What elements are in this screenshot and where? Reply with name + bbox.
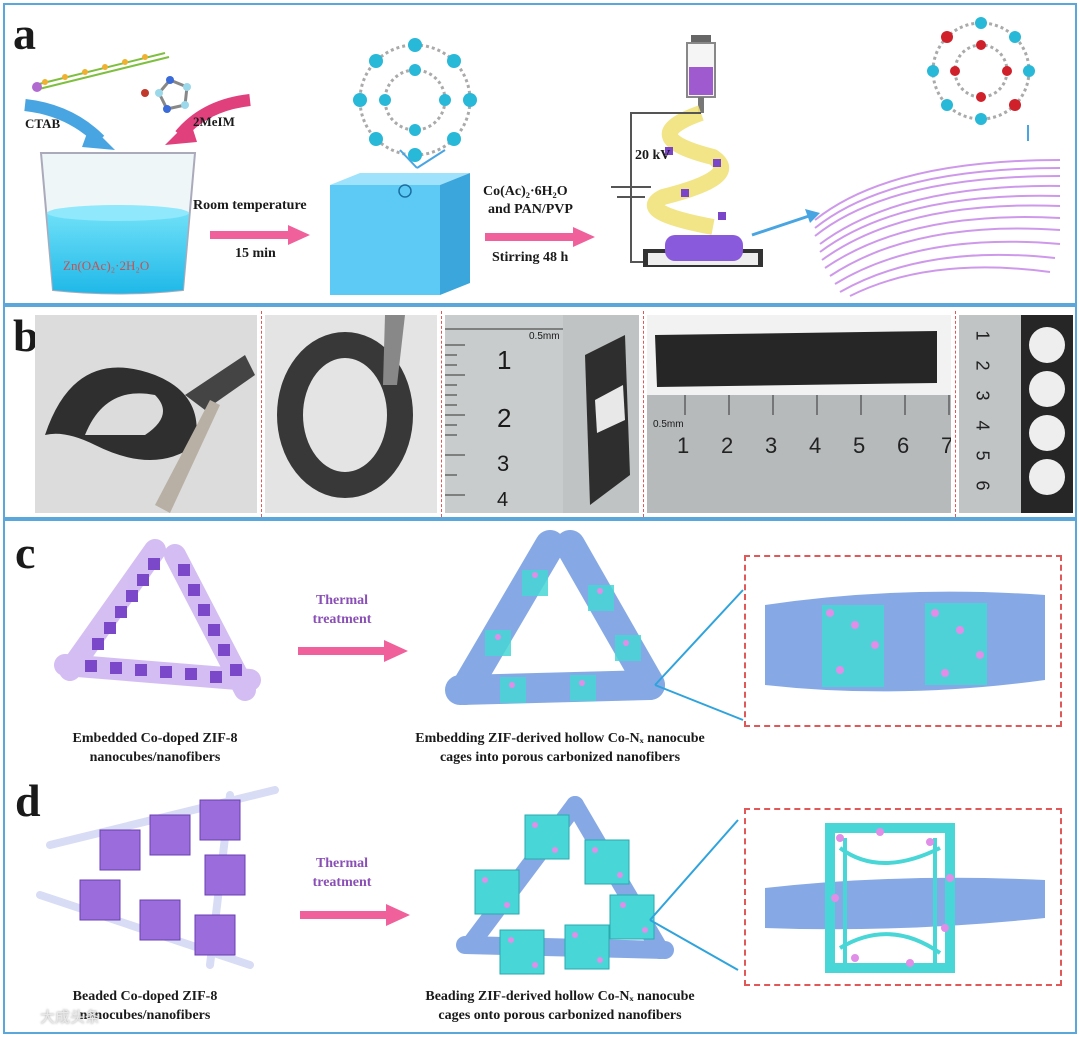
photo-separator	[643, 311, 644, 517]
cobalt-acetate-label: Co(Ac)₂·6H₂O	[483, 184, 568, 199]
zif8-cube-illustration	[330, 173, 470, 295]
ruler2-ticks: 1 2 3 4 5 6 7	[677, 433, 951, 463]
panel-d-arrow-label: Thermal treatment	[292, 855, 392, 893]
panel-d-thermal-arrow-icon	[300, 904, 410, 926]
ruler3-tick-label: 2	[972, 360, 993, 371]
panel-b: b 0.	[3, 305, 1077, 519]
ruler-film-photo: 0.5mm 1 2 3 4	[445, 315, 639, 513]
panel-c-arrow-line2: treatment	[312, 611, 372, 627]
electrospinning-setup-illustration	[611, 35, 763, 267]
collector-arrow-icon	[751, 209, 820, 237]
ruler3-ticks: 1 2 3 4 5 6	[973, 325, 1007, 513]
2meim-label: 2MeIM	[193, 114, 235, 129]
pan-pvp-label: and PAN/PVP	[488, 202, 573, 217]
panel-d-left-caption: Beaded Co-doped ZIF-8 nanocubes/nanofibe…	[20, 988, 270, 1026]
panel-c-zoomed-fiber-illustration	[765, 591, 1045, 692]
ruler1-unit-label: 0.5mm	[529, 331, 560, 342]
panel-c-left-line1: Embedded Co-doped ZIF-8	[72, 731, 238, 746]
ruler2-unit-label: 0.5mm	[653, 419, 684, 430]
panel-c-left-caption: Embedded Co-doped ZIF-8 nanocubes/nanofi…	[30, 730, 280, 768]
embedding-cage-triangle-illustration	[445, 530, 665, 705]
nanofiber-mat-illustration	[814, 159, 1061, 297]
panel-c-label: c	[15, 527, 36, 578]
co-doped-zif8-framework-illustration	[927, 17, 1035, 141]
panel-c-left-line2: nanocubes/nanofibers	[89, 749, 221, 765]
step2-arrow-icon	[485, 227, 595, 247]
embedded-nanofiber-triangle-illustration	[54, 539, 261, 701]
panel-c-arrow-label: Thermal treatment	[292, 592, 392, 630]
panel-c-zoom-box	[744, 555, 1062, 727]
panel-d-zoomed-cage-illustration	[765, 823, 1045, 973]
ruler1-tick-label: 4	[497, 489, 509, 511]
panel-d-right-caption: Beading ZIF-derived hollow Co-Nₓ nanocub…	[380, 988, 740, 1026]
photo-separator	[441, 311, 442, 517]
panel-c-right-line2: cages into porous carbonized nanofibers	[439, 749, 681, 765]
watermark-text: 大成头条	[40, 1008, 101, 1026]
ruler2-tick-label: 3	[765, 433, 778, 458]
ruler2-tick-label: 7	[941, 433, 951, 458]
film-strip-ruler-photo: 0.5mm 1 2 3 4 5 6 7	[647, 315, 951, 513]
stirring-label: Stirring 48 h	[492, 250, 569, 265]
2meim-molecule-illustration	[141, 76, 191, 113]
ruler1-tick-label: 1	[497, 345, 512, 375]
2meim-arrow-icon	[165, 94, 251, 145]
ruler2-tick-label: 4	[809, 433, 822, 458]
ctab-label: CTAB	[25, 116, 61, 131]
ruler2-tick-label: 6	[897, 433, 910, 458]
beaker-illustration	[39, 152, 197, 295]
panel-d-arrow-line2: treatment	[312, 874, 372, 890]
step1-time-label: 15 min	[235, 246, 276, 261]
ruler2-tick-label: 5	[853, 433, 866, 458]
panel-a-label: a	[13, 8, 36, 59]
panel-d-zoom-lines	[649, 819, 739, 971]
panel-c-zoom-lines	[654, 589, 744, 721]
voltage-label: 20 kV	[635, 148, 671, 163]
room-temperature-label: Room temperature	[193, 198, 307, 213]
ruler3-tick-label: 5	[972, 450, 993, 461]
ctab-molecule-illustration	[32, 52, 170, 92]
beaded-nanofiber-triangle-illustration	[36, 786, 279, 969]
panel-a: a CTAB 2MeIM Zn(OA	[3, 3, 1077, 305]
panel-c-right-caption: Embedding ZIF-derived hollow Co-Nₓ nanoc…	[380, 730, 740, 768]
punched-discs-photo: 1 2 3 4 5 6	[959, 315, 1073, 513]
ruler1-tick-label: 3	[497, 451, 510, 476]
ruler2-tick-label: 2	[721, 433, 734, 458]
step1-arrow-icon	[210, 225, 310, 245]
panel-c-right-line1: Embedding ZIF-derived hollow Co-Nₓ nanoc…	[415, 731, 705, 746]
ruler3-tick-label: 6	[972, 480, 993, 491]
panel-d-right-line1: Beading ZIF-derived hollow Co-Nₓ nanocub…	[425, 989, 695, 1004]
ruler3-tick-label: 1	[972, 330, 993, 341]
panel-c-arrow-line1: Thermal	[315, 593, 369, 608]
panel-d-left-line1: Beaded Co-doped ZIF-8	[72, 989, 218, 1004]
panel-d-zoom-box	[744, 808, 1062, 986]
photo-separator	[261, 311, 262, 517]
ruler3-tick-label: 3	[972, 390, 993, 401]
zinc-acetate-label: Zn(OAc)₂·2H₂O	[63, 258, 150, 273]
film-bending-photo	[35, 315, 257, 513]
ruler2-tick-label: 1	[677, 433, 690, 458]
ctab-arrow-icon	[24, 99, 115, 150]
panel-d-right-line2: cages onto porous carbonized nanofibers	[438, 1007, 682, 1023]
panel-c-thermal-arrow-icon	[298, 640, 408, 662]
ruler3-tick-label: 4	[972, 420, 993, 431]
film-roll-photo	[265, 315, 437, 513]
ruler1-tick-label: 2	[497, 403, 512, 433]
zif8-framework-illustration	[353, 38, 477, 169]
photo-separator	[955, 311, 956, 517]
beading-cage-triangle-illustration	[456, 796, 674, 975]
panel-d-arrow-line1: Thermal	[315, 856, 369, 871]
panel-d-left-line2: nanocubes/nanofibers	[79, 1007, 211, 1023]
panel-b-label: b	[13, 310, 39, 361]
panel-d-label: d	[15, 775, 41, 826]
